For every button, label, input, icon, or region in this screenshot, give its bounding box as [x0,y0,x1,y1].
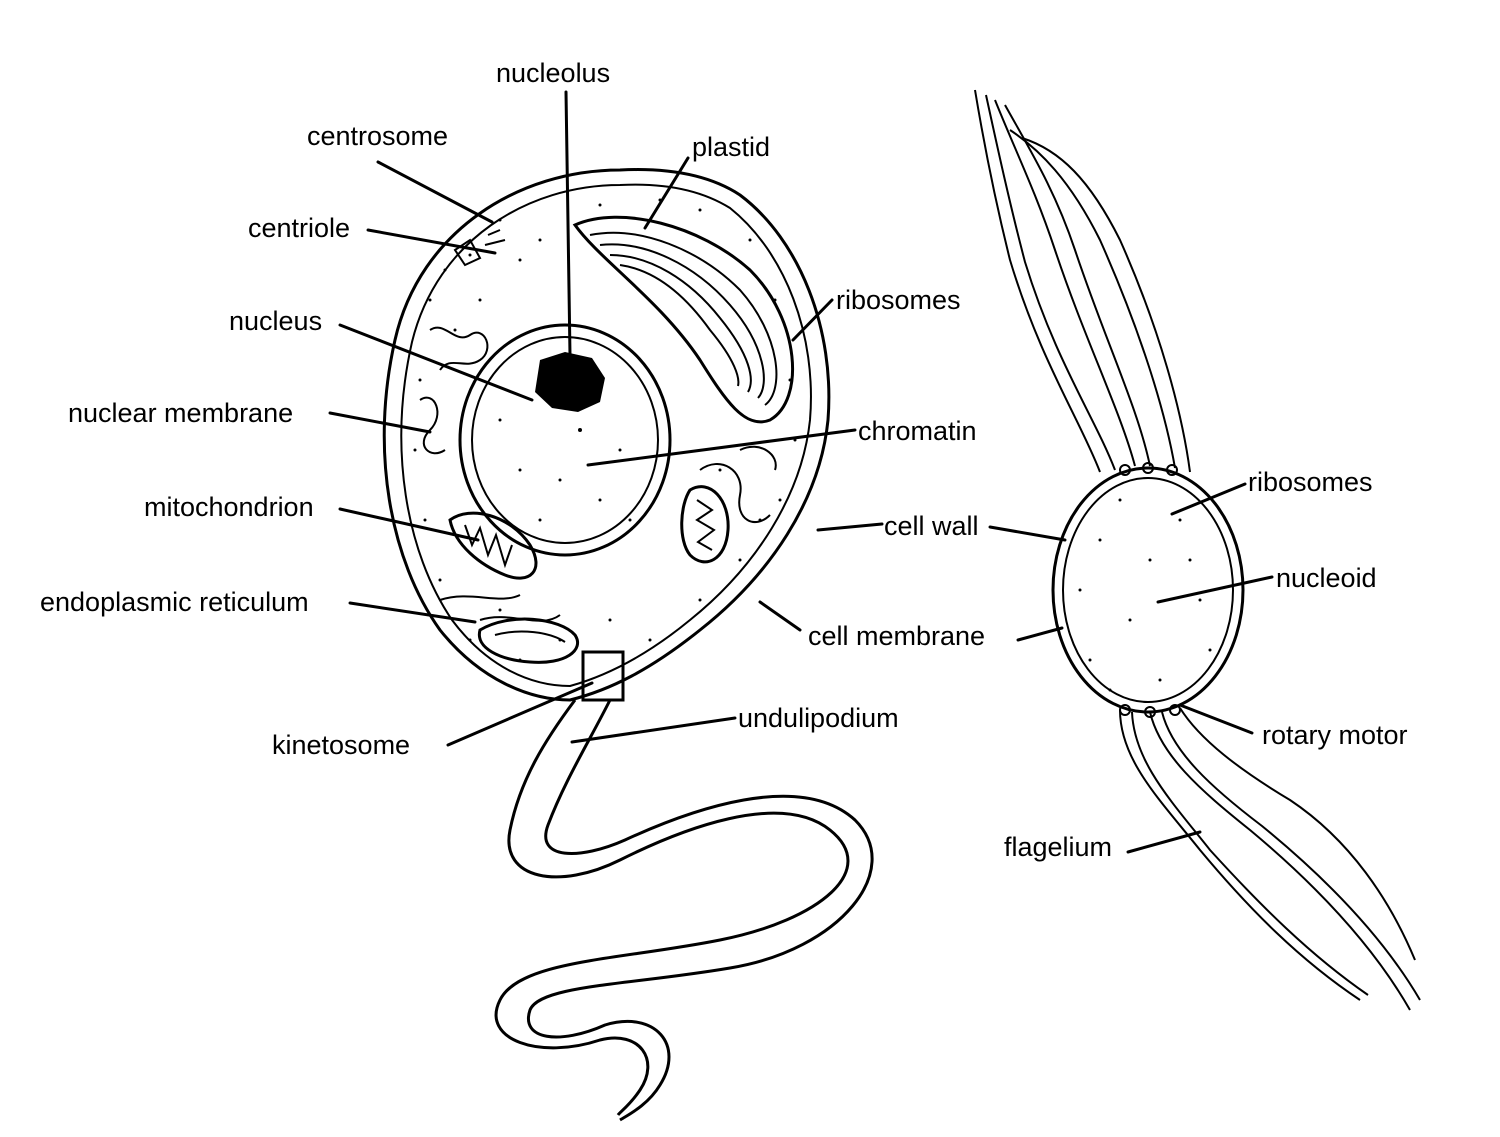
label-plastid: plastid [692,132,770,162]
prokaryote-cytoplasm-stipple [1078,498,1212,692]
label-nucleolus: nucleolus [496,58,610,88]
lower-flagella [1119,707,1421,1011]
prokaryote-cell-wall [1051,466,1245,714]
label-ribosomes-eukaryote: ribosomes [836,285,961,315]
eukaryotic-cell [382,168,874,1122]
nuclear-membrane-outer [458,323,672,557]
nucleolus-body [535,352,605,412]
label-endoplasmic-reticulum: endoplasmic reticulum [40,587,309,617]
chromatin-speckles [498,418,632,522]
nucleus-structure [458,323,672,557]
label-rotary-motor: rotary motor [1262,720,1408,750]
undulipodium-structure [494,699,874,1122]
label-centriole: centriole [248,213,350,243]
label-nucleus: nucleus [229,306,322,336]
leader-lines [328,90,1274,854]
cytoplasm-stipple [413,198,797,662]
kinetosome-body [581,650,625,702]
labels: nucleolus centrosome plastid centriole r… [40,58,1408,862]
label-ribosomes-prokaryote: ribosomes [1248,467,1373,497]
eukaryote-cell-membrane [400,183,812,688]
label-nucleoid: nucleoid [1276,563,1377,593]
prokaryote-cell-membrane [1062,477,1234,703]
upper-flagella [974,89,1191,473]
centrosome-structure [453,229,506,267]
label-chromatin: chromatin [858,416,977,446]
nuclear-membrane-inner [471,336,659,544]
label-centrosome: centrosome [307,121,448,151]
label-kinetosome: kinetosome [272,730,410,760]
plastid-structure [572,215,795,424]
mitochondrion-structure [448,485,730,664]
label-cell-membrane-eukaryote: cell membrane [808,621,985,651]
label-nuclear-membrane: nuclear membrane [68,398,293,428]
prokaryotic-cell [974,89,1421,1011]
eukaryote-cell-wall [382,168,831,702]
label-flagellum: flagelium [1004,832,1112,862]
label-cell-wall-eukaryote: cell wall [884,511,979,541]
label-mitochondrion: mitochondrion [144,492,314,522]
rotary-motor-structures [1119,462,1181,718]
label-undulipodium: undulipodium [738,703,899,733]
